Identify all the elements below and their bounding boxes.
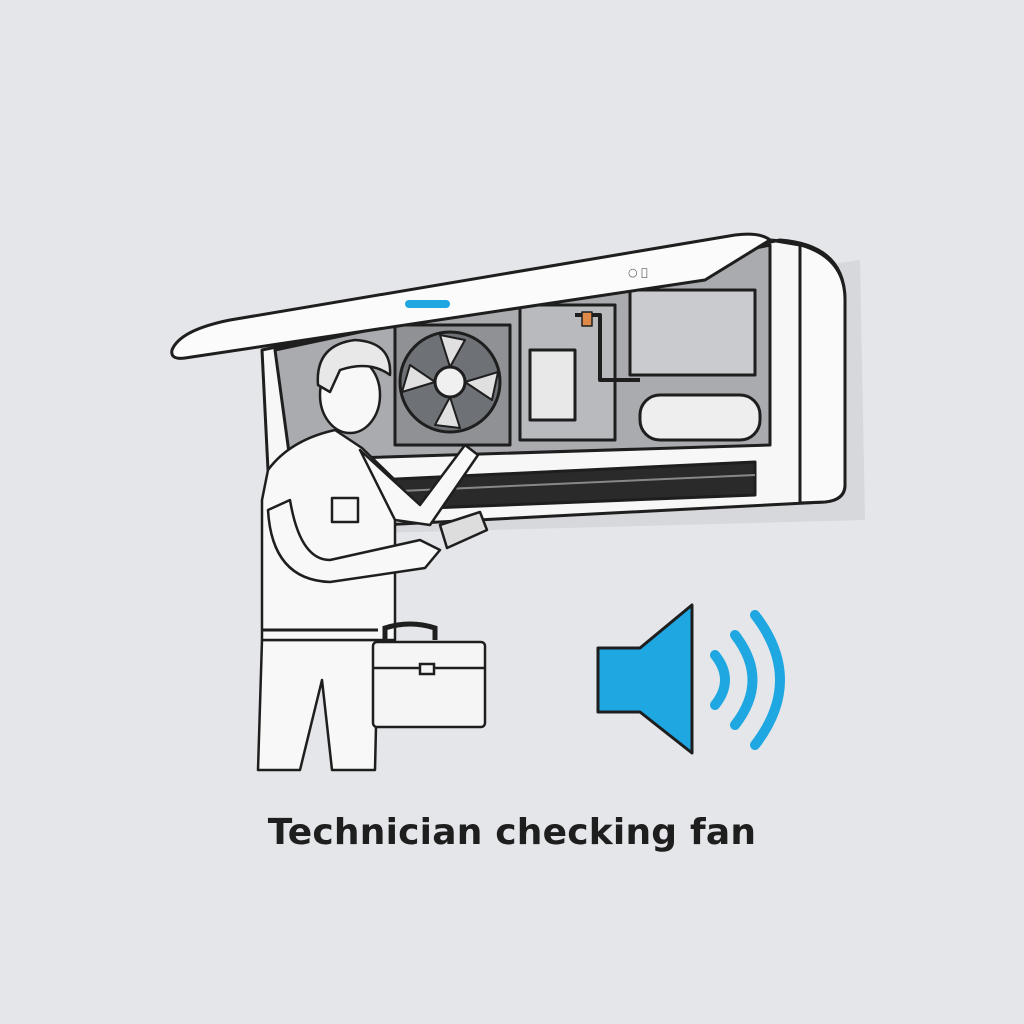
status-light xyxy=(405,300,450,308)
svg-text:○ ﾞ: ○ ﾞ xyxy=(628,266,648,279)
caption: Technician checking fan xyxy=(267,812,757,853)
air-conditioner-unit: ○ ﾞ xyxy=(170,232,865,535)
speaker-volume-icon xyxy=(596,603,785,755)
toolbox-icon xyxy=(371,621,487,729)
technician xyxy=(256,338,489,772)
fan-icon xyxy=(398,330,502,434)
